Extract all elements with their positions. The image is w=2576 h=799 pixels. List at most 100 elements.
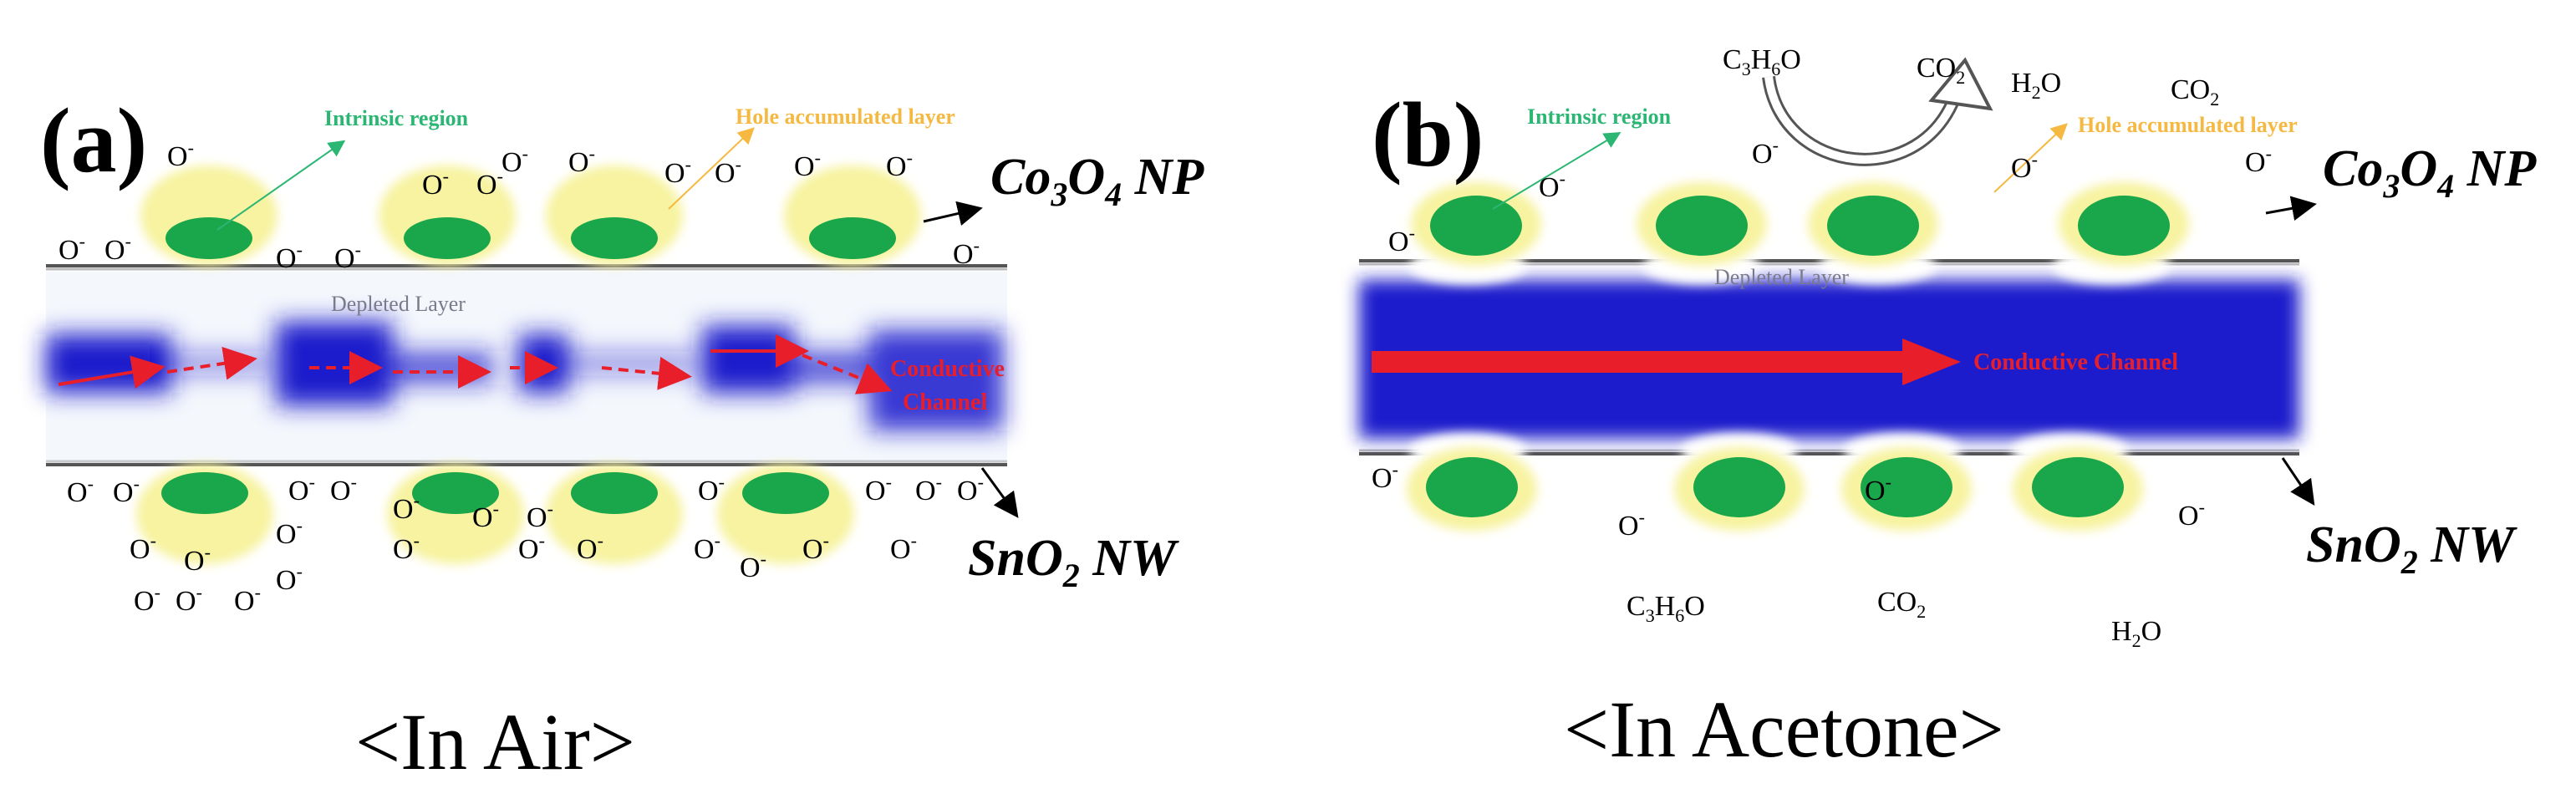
nanoparticle xyxy=(1861,457,1952,517)
nanoparticles-bottom xyxy=(136,464,854,564)
hole-layer-pointer xyxy=(668,127,755,210)
acetone-label-bottom: C3H6O xyxy=(1627,591,1705,626)
oxygen-ion: O- xyxy=(915,471,942,506)
conductive-label: Conductive xyxy=(890,356,1005,382)
nanoparticle xyxy=(404,217,491,259)
co2-label-top: CO2 xyxy=(1917,53,1965,88)
conductive-channel-arrow xyxy=(1372,338,1961,385)
oxygen-ion: O- xyxy=(715,154,741,189)
oxygen-ion: O- xyxy=(104,231,131,266)
oxygen-ion: O- xyxy=(1752,135,1779,170)
nanoparticle xyxy=(165,217,252,259)
oxygen-ion: O- xyxy=(698,471,725,506)
h2o-label-bottom: H2O xyxy=(2111,616,2161,651)
intrinsic-region-label: Intrinsic region xyxy=(324,106,469,130)
oxygen-ion: O- xyxy=(130,530,156,565)
oxygen-ion: O- xyxy=(501,143,528,178)
oxygen-ion: O- xyxy=(886,147,913,182)
depleted-layer-label: Depleted Layer xyxy=(331,292,466,316)
oxygen-ion: O- xyxy=(957,471,984,506)
hole-accumulated-layer-label: Hole accumulated layer xyxy=(2078,113,2298,137)
oxygen-ions: O-O-O-O-O-O-O-O-O-O-O-O-O-O-O-O-O-O-O-O-… xyxy=(59,137,984,617)
oxygen-ion: O- xyxy=(1372,459,1398,494)
oxygen-ion: O- xyxy=(476,165,503,201)
oxygen-ion: O- xyxy=(577,530,603,565)
oxygen-ion: O- xyxy=(276,239,303,274)
hole-accumulated-layer-label: Hole accumulated layer xyxy=(736,104,955,129)
oxygen-ion: O- xyxy=(276,515,303,550)
intrinsic-region-pointer xyxy=(1492,131,1621,210)
oxygen-ion: O- xyxy=(134,582,160,617)
nanoparticle xyxy=(412,472,499,514)
np-pointer xyxy=(923,201,983,226)
reaction-curved-arrow xyxy=(1762,57,1993,166)
oxygen-ion: O- xyxy=(518,530,545,565)
electron-path-arrows xyxy=(58,334,893,394)
oxygen-ion: O- xyxy=(334,239,361,274)
nanoparticles-top xyxy=(1411,182,2189,266)
panel-a-letter: (a) xyxy=(40,89,147,191)
intrinsic-region-pointer xyxy=(216,140,346,231)
nanoparticle xyxy=(809,217,896,259)
oxygen-ions: O-O-O-O-O-O-O-O-O- xyxy=(1372,135,2272,542)
co3o4-np-label: Co3O4 NP xyxy=(990,149,1204,213)
panel-a-in-air: Depleted Layer Conductive Channel In xyxy=(40,89,1204,786)
nanoparticle xyxy=(1426,457,1518,517)
oxygen-ion: O- xyxy=(1618,506,1645,542)
nanoparticle xyxy=(742,472,829,514)
hole-layer-pointer xyxy=(1993,123,2068,193)
intrinsic-region-label: Intrinsic region xyxy=(1527,104,1672,129)
oxygen-ion: O- xyxy=(176,582,202,617)
oxygen-ion: O- xyxy=(2245,143,2272,178)
oxygen-ion: O- xyxy=(288,471,315,506)
oxygen-ion: O- xyxy=(59,231,85,266)
nanoparticle xyxy=(1827,196,1919,256)
oxygen-ion: O- xyxy=(113,473,140,508)
oxygen-ion: O- xyxy=(1388,222,1415,257)
nanoparticle xyxy=(161,472,248,514)
oxygen-ion: O- xyxy=(393,490,420,525)
oxygen-ion: O- xyxy=(953,235,980,270)
oxygen-ion: O- xyxy=(234,582,261,617)
co2-label-top-right: CO2 xyxy=(2171,74,2219,109)
oxygen-ion: O- xyxy=(2178,496,2205,532)
sno2-nw-label: SnO2 NW xyxy=(2306,517,2517,581)
conductive-channel-label: Conductive Channel xyxy=(1973,349,2178,375)
oxygen-ion: O- xyxy=(802,530,829,565)
co2-label-bottom: CO2 xyxy=(1877,587,1926,622)
channel-label: Channel xyxy=(903,389,987,415)
acetone-label-top: C3H6O xyxy=(1723,44,1801,79)
nanoparticle xyxy=(571,472,658,514)
nanoparticles-bottom xyxy=(1407,447,2143,531)
panel-b-diagram: Depleted Layer Conductive Channel Intrin… xyxy=(1359,44,2537,774)
oxygen-ion: O- xyxy=(167,137,194,172)
panel-b-letter: (b) xyxy=(1372,84,1484,186)
sno2-nw-label: SnO2 NW xyxy=(968,530,1179,594)
nw-pointer xyxy=(2281,457,2315,506)
oxygen-ion: O- xyxy=(694,530,720,565)
oxygen-ion: O- xyxy=(740,548,766,583)
nanoparticle xyxy=(1656,196,1748,256)
panel-b-in-acetone: Depleted Layer Conductive Channel Intrin… xyxy=(1288,0,2576,799)
nanoparticles-top xyxy=(140,165,921,266)
nanoparticle xyxy=(2032,457,2124,517)
depleted-layer-label: Depleted Layer xyxy=(1714,265,1849,289)
panel-b-caption: <In Acetone> xyxy=(1564,684,2004,774)
co3o4-np-label: Co3O4 NP xyxy=(2323,140,2537,205)
oxygen-ion: O- xyxy=(67,473,94,508)
oxygen-ion: O- xyxy=(393,530,420,565)
h2o-label-top: H2O xyxy=(2011,68,2061,103)
nanoparticle xyxy=(1693,457,1785,517)
oxygen-ion: O- xyxy=(527,498,553,533)
nanoparticle xyxy=(1430,196,1522,256)
oxygen-ion: O- xyxy=(2011,149,2038,184)
np-pointer xyxy=(2265,196,2317,221)
oxygen-ion: O- xyxy=(184,542,211,577)
oxygen-ion: O- xyxy=(276,561,303,596)
oxygen-ion: O- xyxy=(568,143,595,178)
oxygen-ion: O- xyxy=(664,154,691,189)
oxygen-ion: O- xyxy=(330,471,357,506)
panel-a-caption: <In Air> xyxy=(355,697,635,786)
oxygen-ion: O- xyxy=(472,498,499,533)
oxygen-ion: O- xyxy=(865,471,892,506)
